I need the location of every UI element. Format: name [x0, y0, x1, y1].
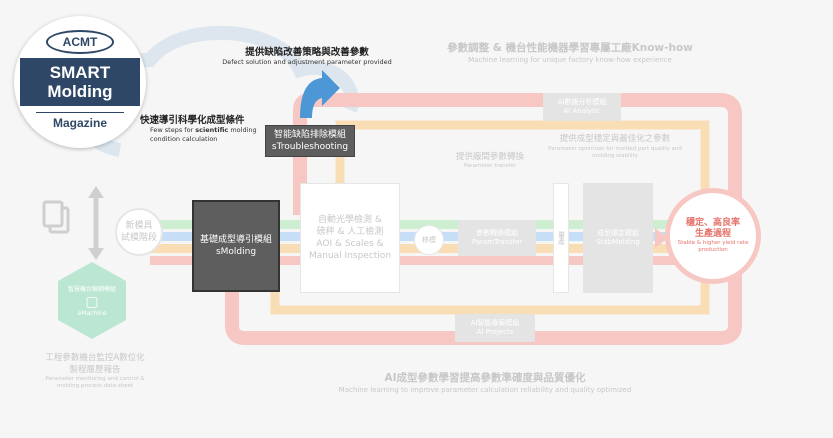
ai-projects-module[interactable]: AI智能專案模組 AI Projects [455, 314, 535, 342]
paramtransfer-module[interactable]: 參數轉換模組 ParamTransfer [458, 220, 536, 256]
emachine-module[interactable]: 智慧機台聯網模組 ▢ eMachine [67, 286, 116, 317]
stroubleshooting-subtitle: sTroubleshooting [271, 142, 349, 152]
acmt-logo: ACMT [46, 30, 114, 54]
smolding-title: 基礎成型導引模組 [199, 235, 272, 245]
optimize-note-subtitle: Parameter optimizer for molded part qual… [548, 146, 682, 159]
stabmolding-module[interactable]: 成型穩定模組 StabMolding [583, 183, 653, 293]
callout-scientific-title: 快速導引科學化成型條件 [140, 115, 245, 126]
optimize-note-title: 提供成型穩定與最佳化之參數 [559, 134, 671, 144]
smolding-module[interactable]: 基礎成型導引模組 sMolding [192, 200, 280, 292]
new-mold-circle: 新模具 試模階段 [115, 208, 163, 256]
emachine-hexagon [58, 262, 126, 339]
callout-scientific-subtitle: Few steps for scientific molding conditi… [150, 126, 257, 143]
arrow-right-icon [655, 228, 668, 248]
monitor-icon: ▢ [85, 294, 99, 310]
badge-line-smart: SMART [49, 63, 111, 82]
red-band [150, 256, 690, 265]
footer-subtitle: Machine learning to improve parameter ca… [338, 386, 632, 394]
green-band [150, 220, 690, 229]
aoi-inspection-box: 自動光學檢測 & 磅秤 & 人工檢測 AOI & Scales & Manual… [300, 183, 400, 293]
transfer-note-title: 提供廠間參數轉換 [455, 152, 524, 162]
smolding-subtitle: sMolding [215, 247, 257, 257]
magazine-badge: ACMT SMART Molding Magazine [14, 16, 146, 148]
badge-line-molding: Molding [47, 82, 113, 101]
troubleshoot-arrow-icon [300, 70, 340, 118]
arrow-up-icon [88, 186, 104, 198]
transfer-tag: 移模 [414, 225, 444, 255]
ai-analytic-module[interactable]: AI數據分析模組 AI Analytic [543, 93, 621, 121]
callout-defect-title: 提供缺陷改善策略與改善參數 [245, 47, 369, 58]
goal-circle: 穩定、高良率 生產過程 Stable & higher yield rate p… [665, 188, 761, 284]
header-title: 參數調整 & 機台性能機器學習專屬工廠Know-how [447, 42, 693, 54]
left-note: 工程參數機台監控A數位化 製程履歷報告 Parameter monitoring… [45, 353, 145, 389]
badge-magazine: Magazine [36, 112, 124, 130]
stroubleshooting-title: 智能缺陷排除模組 [273, 130, 346, 140]
mass-production-tag: 量產 [553, 183, 569, 293]
callout-defect-subtitle: Defect solution and adjustment parameter… [222, 58, 392, 66]
header-subtitle: Machine learning for unique factory know… [468, 56, 672, 64]
stroubleshooting-module[interactable]: 智能缺陷排除模組 sTroubleshooting [265, 125, 355, 157]
transfer-note-subtitle: Parameter transfer [463, 163, 517, 169]
footer-title: AI成型參數學習提高參數準確度與品質優化 [384, 372, 586, 384]
arrow-down-icon [88, 248, 104, 260]
badge-banner: SMART Molding [20, 58, 140, 106]
